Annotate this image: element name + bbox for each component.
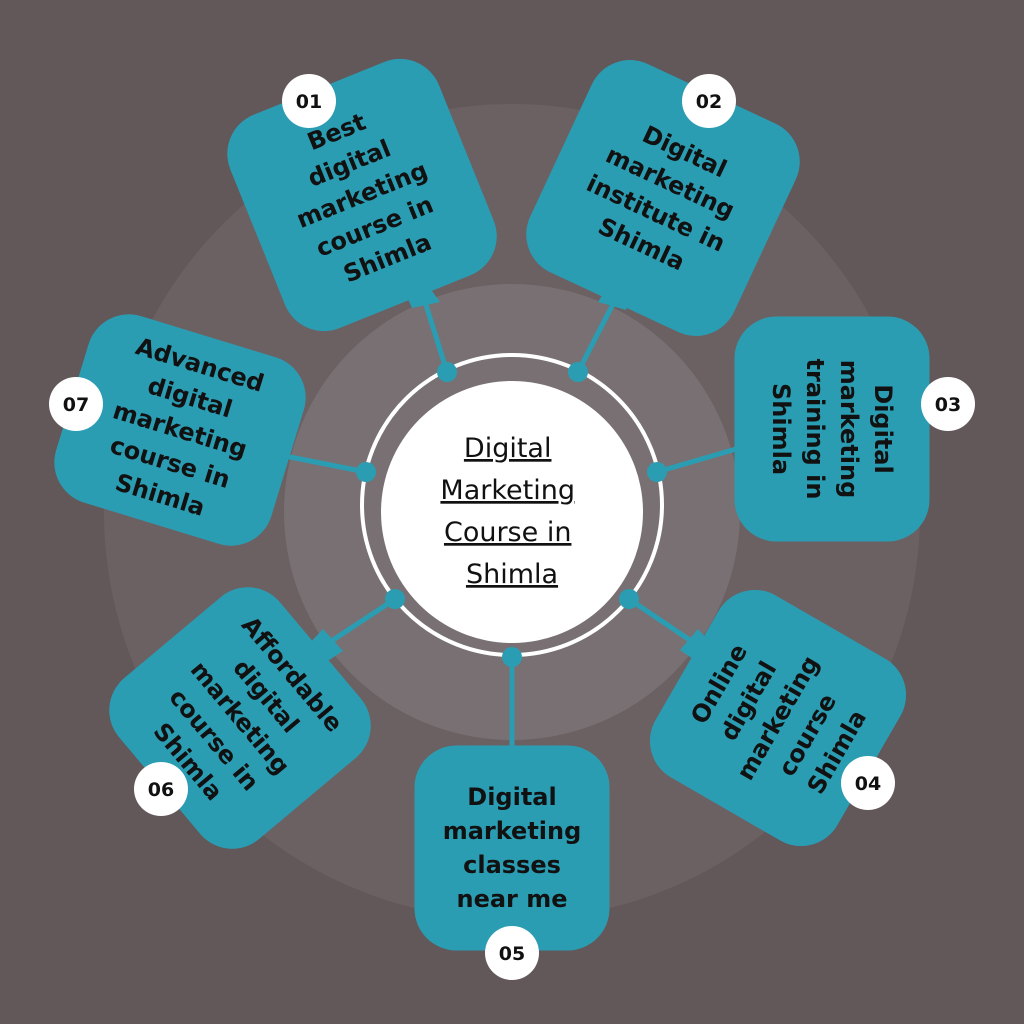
number-badge-2: 02: [682, 74, 736, 128]
number-badge-circle: [49, 377, 103, 431]
number-badge-1: 01: [282, 74, 336, 128]
number-badge-circle: [921, 377, 975, 431]
topic-box-1: Bestdigitalmarketingcourse inShimla: [227, 58, 497, 332]
number-badge-circle: [134, 762, 188, 816]
topic-box-7: Advanceddigitalmarketingcourse inShimla: [54, 314, 306, 546]
topic-label-line: classes: [463, 851, 561, 879]
center-title-line: Shimla: [466, 559, 558, 590]
connector-dot-1: [437, 362, 457, 382]
number-badge-7: 07: [49, 377, 103, 431]
connector-line-6: [330, 596, 398, 643]
center-title-line: Marketing: [440, 475, 575, 506]
connector-line-3: [654, 445, 742, 475]
topic-box-shape-1: [227, 58, 497, 332]
connector-dot-5: [502, 647, 522, 667]
topic-label-line: marketing: [835, 360, 863, 499]
topic-box-shape-5: [414, 745, 610, 951]
center-title-line: Course in: [444, 517, 571, 548]
topic-box-5: Digital marketing classes near me: [414, 745, 610, 951]
connector-dot-2: [568, 362, 588, 382]
number-badge-4: 04: [841, 756, 895, 810]
number-badge-6: 06: [134, 762, 188, 816]
topic-box-shape-3: [734, 316, 930, 542]
topic-label-line: Digital: [467, 783, 556, 811]
connector-dot-6: [385, 589, 405, 609]
number-badge-circle: [682, 74, 736, 128]
topic-label-5: Digital marketing classes near me: [443, 783, 582, 913]
connector-dots: [356, 362, 667, 667]
number-badge-label: 06: [148, 779, 174, 801]
center-title-line: Digital: [464, 433, 552, 464]
connector-line-4: [626, 596, 692, 642]
number-badge-circle: [282, 74, 336, 128]
number-badges: 01 02 03 04 05 06 07: [49, 74, 975, 980]
number-badge-circle: [841, 756, 895, 810]
number-badge-label: 01: [296, 91, 322, 113]
number-badge-label: 04: [855, 773, 881, 795]
topic-label-line: Digital: [869, 384, 897, 473]
topic-label-3: Digitalmarketingtraining inShimla: [767, 359, 897, 500]
number-badge-5: 05: [485, 926, 539, 980]
number-badge-3: 03: [921, 377, 975, 431]
topic-label-line: Shimla: [767, 383, 795, 475]
topic-label-line: training in: [801, 359, 829, 500]
topic-box-shape-2: [526, 60, 800, 336]
connector-dot-4: [619, 589, 639, 609]
number-badge-label: 05: [499, 943, 525, 965]
center-title: Digital Marketing Course in Shimla: [440, 433, 583, 590]
connector-line-1: [423, 302, 450, 375]
center-circle: [381, 381, 643, 643]
number-badge-circle: [485, 926, 539, 980]
connector-dot-3: [647, 462, 667, 482]
number-badge-label: 07: [63, 394, 89, 416]
topic-label-2: Digitalmarketinginstitute inShimla: [568, 108, 758, 289]
topic-box-shape-7: [54, 314, 306, 546]
topic-label-line: marketing: [443, 817, 582, 845]
connector-line-2: [575, 303, 615, 375]
number-badge-label: 03: [935, 394, 961, 416]
number-badge-label: 02: [696, 91, 722, 113]
topic-box-2: Digitalmarketinginstitute inShimla: [526, 60, 800, 336]
topic-label-line: near me: [456, 885, 567, 913]
connector-dot-7: [356, 462, 376, 482]
topic-box-3: Digitalmarketingtraining inShimla: [734, 316, 930, 542]
connector-line-7: [282, 453, 369, 475]
